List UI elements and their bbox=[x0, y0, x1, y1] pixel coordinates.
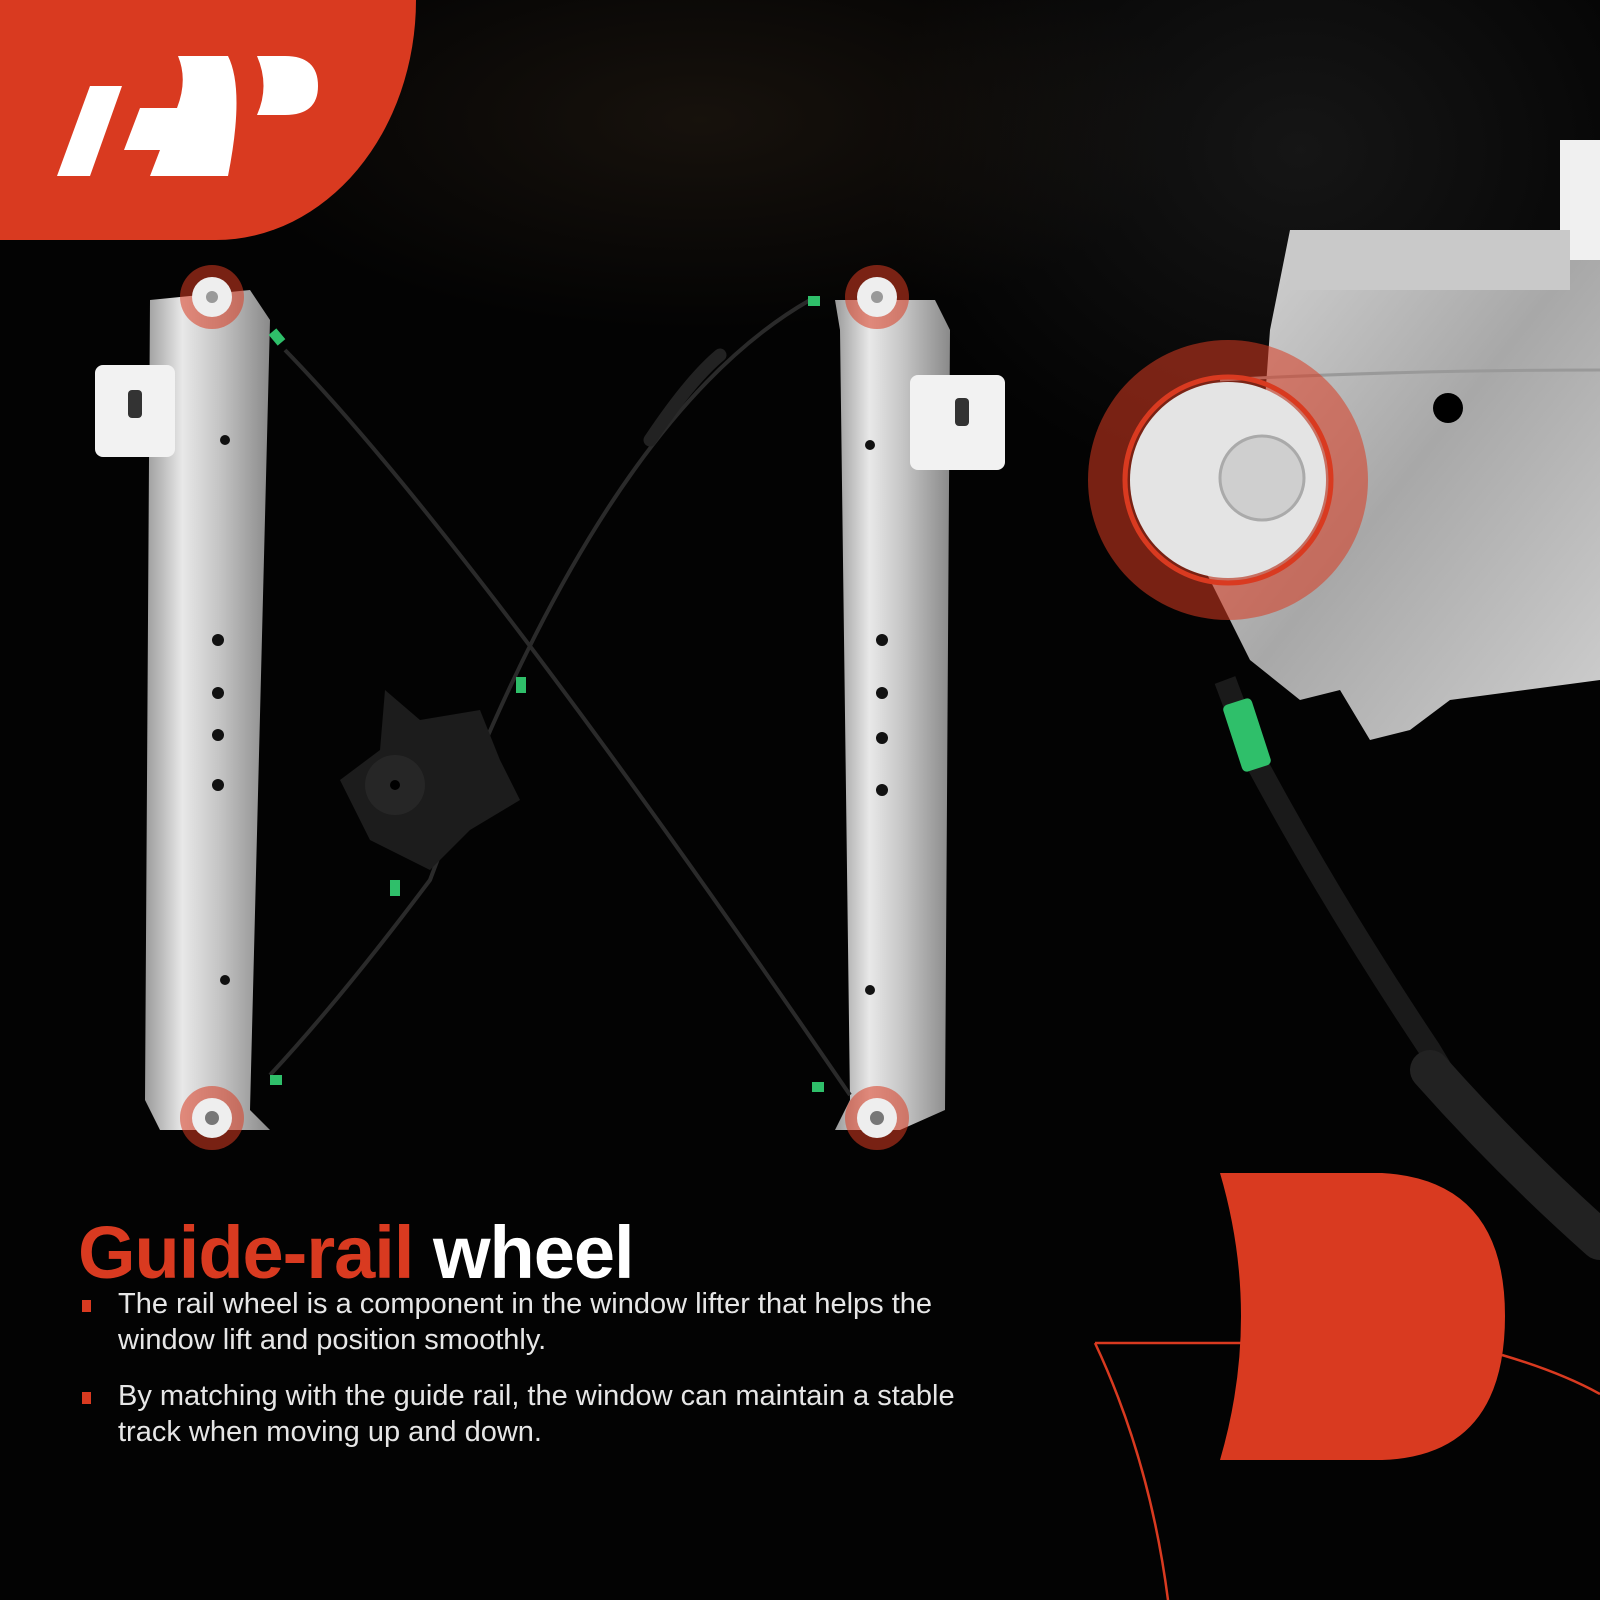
left-guide-rail bbox=[95, 290, 270, 1130]
page-title: Guide-rail wheel bbox=[78, 1210, 635, 1295]
rail-wheel-closeup bbox=[1088, 140, 1600, 1260]
feature-text: The rail wheel is a component in the win… bbox=[118, 1288, 933, 1356]
bullet-square-icon bbox=[82, 1392, 91, 1404]
brand-logo-badge bbox=[0, 0, 416, 240]
right-guide-rail bbox=[835, 300, 1005, 1130]
bullet-square-icon bbox=[82, 1300, 91, 1312]
a-premium-logo-icon bbox=[57, 56, 318, 176]
rail-wheel-highlights bbox=[180, 265, 909, 1150]
title-accent: Guide-rail bbox=[78, 1210, 414, 1294]
drive-plate bbox=[340, 690, 520, 870]
feature-bullet: The rail wheel is a component in the win… bbox=[78, 1286, 958, 1358]
feature-bullet: By matching with the guide rail, the win… bbox=[78, 1378, 958, 1450]
title-plain: wheel bbox=[432, 1210, 635, 1294]
feature-text: By matching with the guide rail, the win… bbox=[118, 1380, 955, 1448]
cable-clips bbox=[268, 296, 824, 1092]
feature-list: The rail wheel is a component in the win… bbox=[78, 1286, 958, 1470]
